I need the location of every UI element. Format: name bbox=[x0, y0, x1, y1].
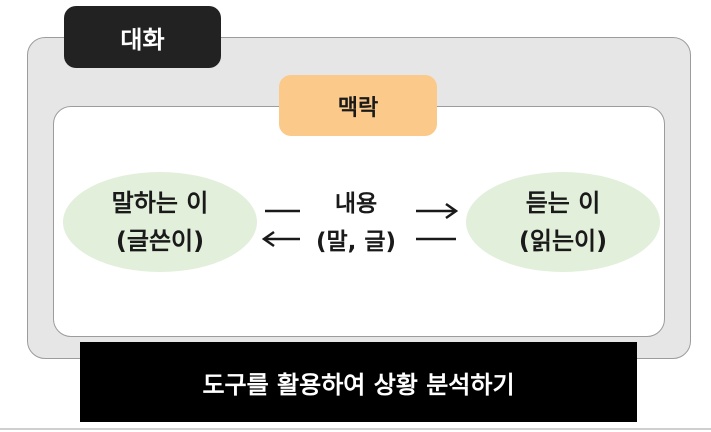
context-label-text: 맥락 bbox=[337, 95, 379, 121]
content-node: 내용 (말, 글) bbox=[298, 185, 414, 261]
speaker-node: 말하는 이 (글쓴이) bbox=[63, 172, 257, 272]
speaker-sublabel: (글쓴이) bbox=[115, 227, 205, 255]
banner-text: 도구를 활용하여 상황 분석하기 bbox=[202, 370, 515, 399]
content-label: 내용 bbox=[334, 191, 378, 217]
dialog-label-text: 대화 bbox=[120, 25, 165, 54]
bottom-divider bbox=[0, 428, 711, 430]
context-label: 맥락 bbox=[279, 75, 437, 136]
listener-label: 듣는 이 bbox=[525, 189, 601, 217]
listener-node: 듣는 이 (읽는이) bbox=[466, 172, 660, 272]
dialog-label: 대화 bbox=[64, 6, 221, 68]
listener-sublabel: (읽는이) bbox=[518, 227, 608, 255]
speaker-label: 말하는 이 bbox=[111, 189, 209, 217]
content-sublabel: (말, 글) bbox=[315, 229, 397, 255]
banner: 도구를 활용하여 상황 분석하기 bbox=[80, 342, 637, 422]
